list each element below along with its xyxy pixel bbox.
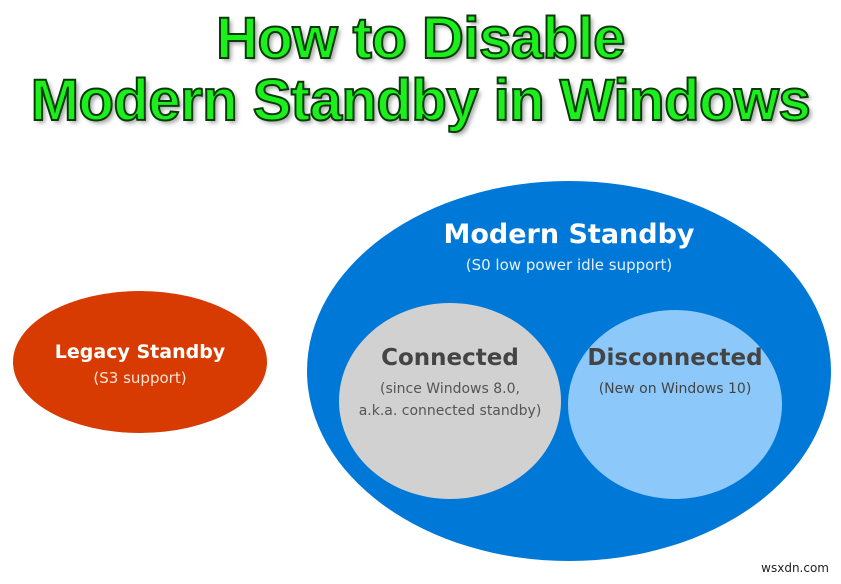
connected-subtitle-line-2: a.k.a. connected standby) [358, 403, 542, 419]
connected-ellipse [339, 303, 561, 499]
connected-title: Connected [381, 345, 519, 371]
title-line-1: How to Disable [215, 6, 626, 71]
legacy-standby-ellipse [13, 291, 267, 433]
connected-subtitle-line-1: (since Windows 8.0, [380, 381, 520, 397]
modern-standby-subtitle: (S0 low power idle support) [465, 256, 673, 274]
title-line-2: Modern Standby in Windows [30, 68, 812, 133]
disconnected-title: Disconnected [587, 345, 763, 371]
disconnected-subtitle: (New on Windows 10) [598, 381, 752, 397]
watermark: wsxdn.com [761, 561, 829, 575]
legacy-standby-title: Legacy Standby [54, 341, 226, 363]
disconnected-ellipse [568, 310, 782, 499]
legacy-standby-subtitle: (S3 support) [93, 369, 187, 387]
modern-standby-title: Modern Standby [443, 219, 695, 250]
